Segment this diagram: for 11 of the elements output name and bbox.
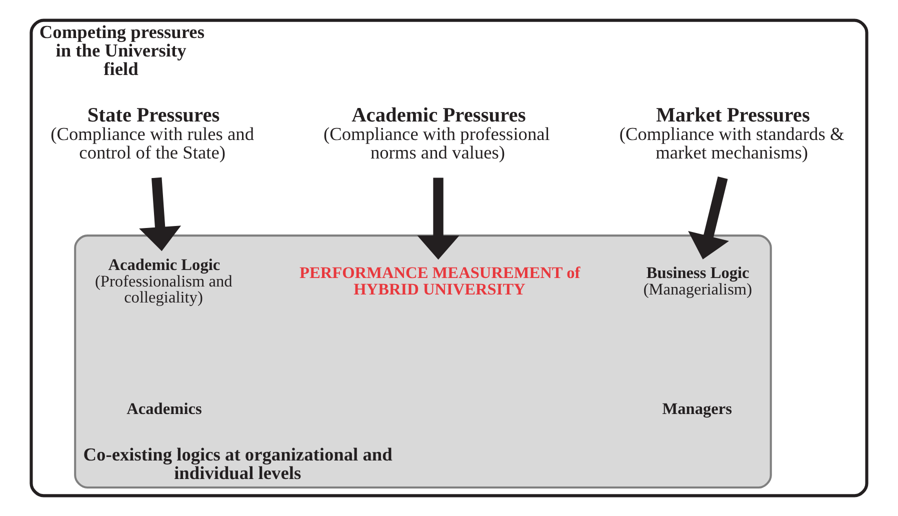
- node-text: Market Pressures (Compliance with standards & market mechanisms): [619, 104, 844, 162]
- arrow: [417, 178, 460, 260]
- arrow: [139, 177, 182, 252]
- node-text: Business Logic (Managerialism): [643, 263, 752, 299]
- arrow: [688, 176, 729, 260]
- node-text: State Pressures (Compliance with rules and control of the State): [50, 104, 254, 162]
- node-text: Managers: [662, 398, 732, 418]
- node-text: Academic Logic (Professionalism and collegiality): [95, 255, 232, 307]
- node-text: Academics: [126, 398, 202, 418]
- node-text: PERFORMANCE MEASUREMENT of HYBRID UNIVERSITY: [300, 263, 580, 299]
- node-text: Academic Pressures (Compliance with professional norms and values): [324, 104, 550, 162]
